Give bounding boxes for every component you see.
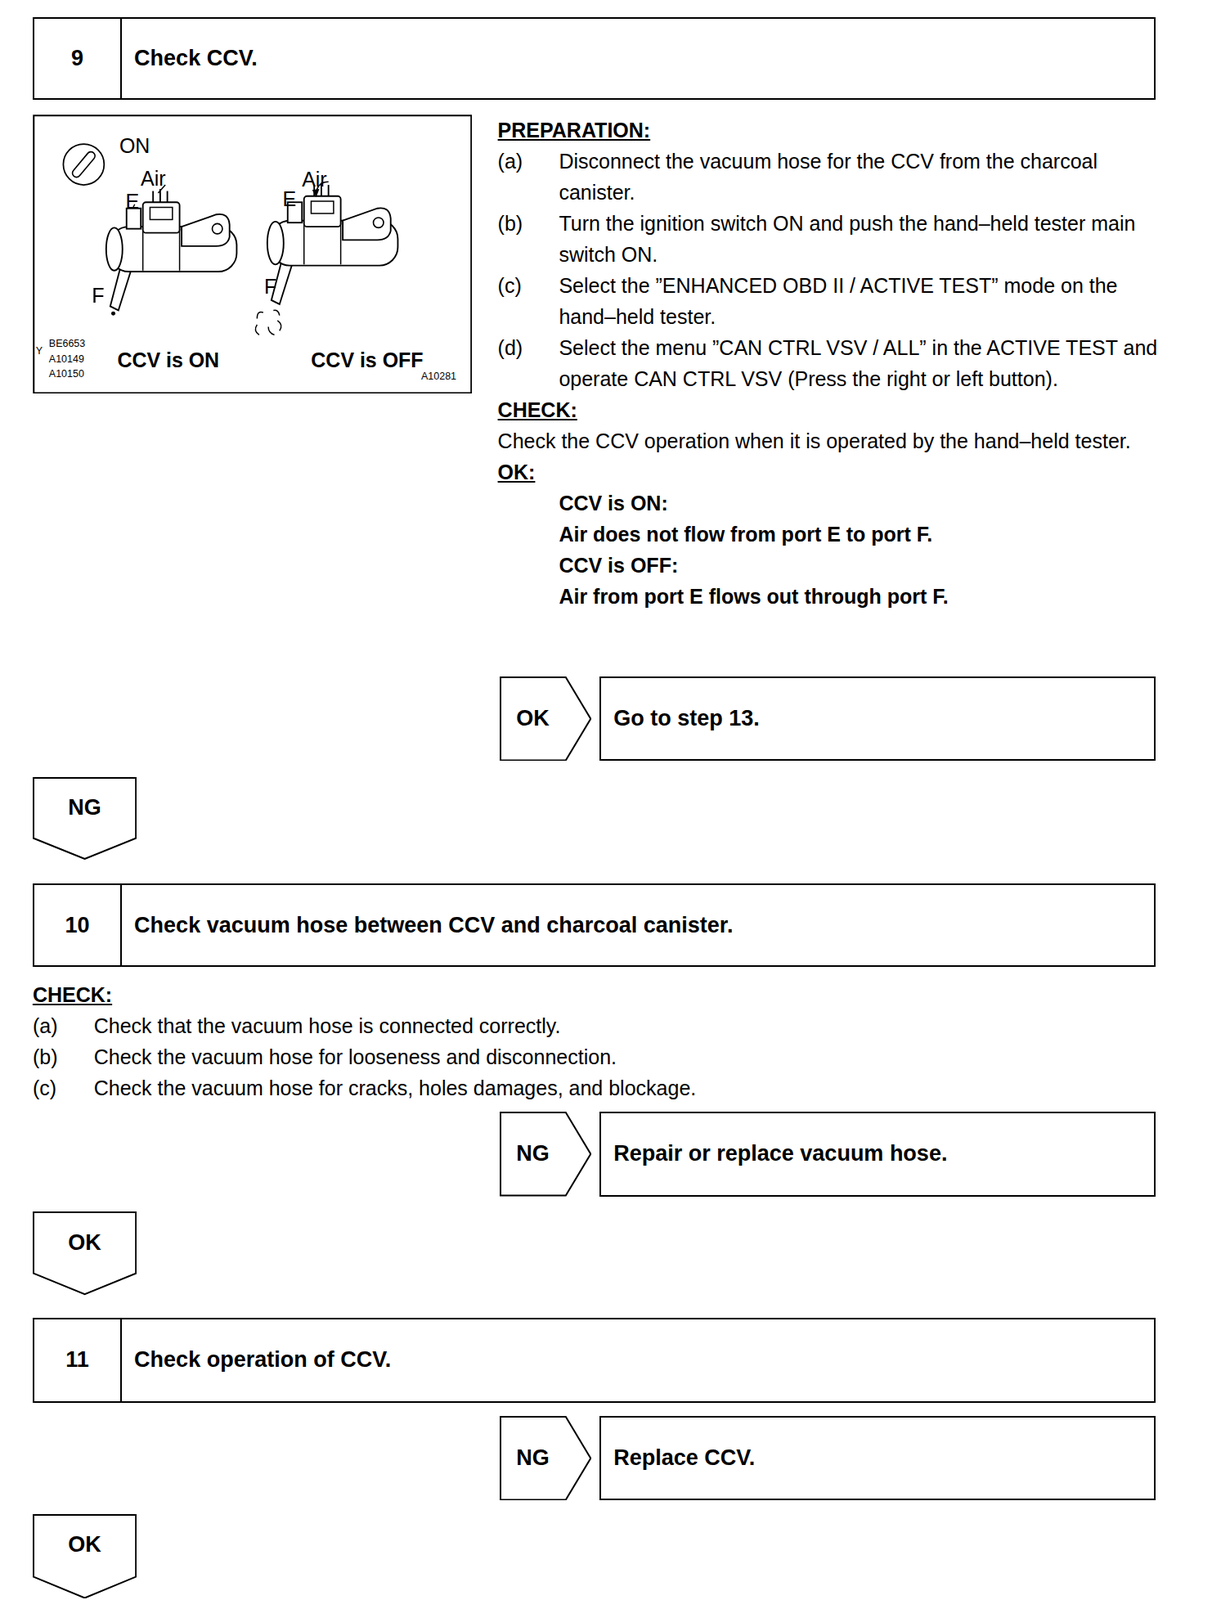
section-heading: CHECK: [32,978,1156,1011]
step-title: Check CCV. [121,18,1154,99]
branch-label: OK [32,1513,137,1577]
figure-label: Air [301,169,327,190]
figure-label: E [125,191,140,212]
tag-shape [500,677,591,761]
figure-label: CCV is ON [116,350,220,371]
body-text: CCV is ON: [558,487,1161,519]
body-text: CCV is OFF: [558,549,1161,581]
figure-label: E [282,188,297,210]
section-heading: CHECK: [498,394,1162,426]
item-letter: (d) [498,332,560,395]
figure-frame [33,115,472,393]
ccv-valve-on [106,188,238,310]
result-box: Go to step 13. [599,676,1156,762]
branch-tag: NG [499,1415,592,1501]
ccv-valve-off [267,182,399,304]
step-header: 10Check vacuum hose between CCV and char… [32,883,1156,967]
result-box: Replace CCV. [599,1415,1156,1501]
section-heading: OK: [498,456,1162,488]
branch-label: NG [499,1415,566,1501]
figure-code: A10150 [49,368,85,379]
figure-label: Air [140,168,166,189]
figure-code: A10281 [421,371,457,382]
air-arrowhead [312,188,320,198]
branch-label: NG [499,1111,566,1197]
text-block: PREPARATION:(a)Disconnect the vacuum hos… [498,114,1162,612]
body-text: Check that the vacuum hose is connected … [94,1010,1156,1042]
figure-label: ON [119,135,150,157]
step-header: 9Check CCV. [32,17,1156,100]
tag-shape [33,777,136,859]
result-text: Repair or replace vacuum hose. [601,1113,960,1195]
tag-shape [500,1416,591,1500]
step-number: 10 [34,884,122,966]
branch-tag: NG [32,776,137,860]
item-letter: (a) [32,1010,95,1042]
step-title: Check vacuum hose between CCV and charco… [121,884,1154,966]
figure-label: CCV is OFF [310,350,423,371]
body-text: Air from port E flows out through port F… [558,580,1161,612]
result-box: Repair or replace vacuum hose. [599,1111,1156,1197]
body-text: Select the ”ENHANCED OBD II / ACTIVE TES… [558,269,1161,333]
tag-shape [33,1212,136,1294]
item-letter: (c) [498,269,560,333]
body-text: Check the vacuum hose for cracks, holes … [94,1072,1156,1104]
item-letter: (c) [32,1072,95,1104]
body-text: Air does not flow from port E to port F. [558,518,1161,550]
item-letter: (a) [498,145,560,208]
figure-code: A10149 [49,354,85,364]
branch-label: OK [499,676,566,762]
step-title: Check operation of CCV. [121,1319,1154,1401]
sealed-port [111,310,116,315]
result-text: Replace CCV. [601,1417,768,1500]
item-letter: (b) [32,1041,95,1073]
result-text: Go to step 13. [601,677,772,760]
body-text: Disconnect the vacuum hose for the CCV f… [558,145,1161,208]
figure-code: Y [35,345,43,356]
body-text: Check the vacuum hose for looseness and … [94,1041,1156,1073]
branch-tag: OK [32,1513,137,1599]
step-number: 11 [34,1319,122,1401]
ignition-key-icon [62,143,104,185]
branch-label: OK [32,1211,137,1274]
step-number: 9 [34,18,122,99]
branch-label: NG [32,776,137,839]
branch-tag: OK [499,676,592,762]
body-text: Check the CCV operation when it is opera… [498,425,1162,457]
body-text: Turn the ignition switch ON and push the… [558,207,1161,270]
figure-code: BE6653 [49,338,86,349]
section-heading: PREPARATION: [498,114,1162,146]
branch-tag: OK [32,1211,137,1295]
air-puffs [255,309,281,335]
tag-shape [33,1514,136,1599]
step-header: 11Check operation of CCV. [32,1317,1156,1403]
figure-label: F [264,276,277,297]
figure-label: F [91,285,104,306]
tag-shape [500,1112,591,1196]
body-text: Select the menu ”CAN CTRL VSV / ALL” in … [558,332,1161,395]
item-letter: (b) [498,207,560,270]
branch-tag: NG [499,1111,592,1197]
text-block: CHECK:(a)Check that the vacuum hose is c… [32,978,1156,1104]
